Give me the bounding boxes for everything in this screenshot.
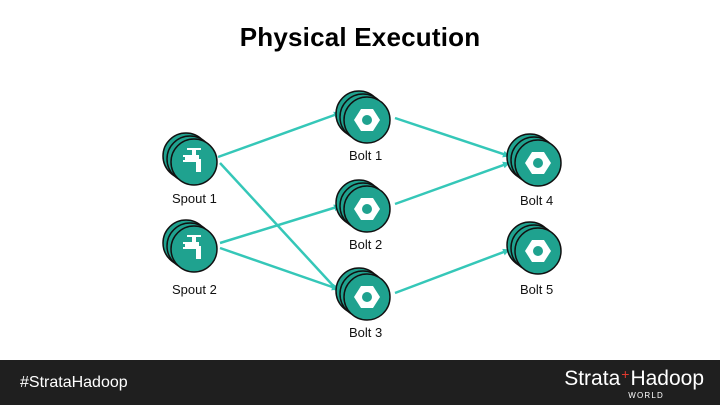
bolt-2-node: [335, 179, 391, 233]
logo-wordmark: Strata+Hadoop: [564, 366, 704, 391]
page-title: Physical Execution: [239, 22, 481, 52]
hashtag-text: #StrataHadoop: [20, 374, 128, 391]
edge-spout2-bolt3: [219, 246, 339, 291]
bolt-3-node: [335, 267, 391, 321]
footer-bar: #StrataHadoop Strata+Hadoop WORLD: [0, 360, 720, 405]
logo-right-word: Hadoop: [630, 367, 704, 390]
strata-hadoop-logo: Strata+Hadoop WORLD: [554, 366, 704, 402]
edge-spout2-bolt2: [219, 204, 341, 245]
hex-nut-icon: [525, 240, 551, 262]
logo-subtitle: WORLD: [628, 391, 664, 400]
faucet-icon: [182, 235, 201, 259]
bolt-4-label: Bolt 4: [520, 193, 554, 208]
hex-nut-icon: [354, 198, 380, 220]
edge-spout1-bolt1: [217, 111, 341, 159]
bolt-5-label: Bolt 5: [520, 282, 554, 297]
spout-1-label: Spout 1: [172, 191, 217, 206]
hex-nut-icon: [525, 152, 551, 174]
logo-plus-sign: +: [621, 366, 630, 382]
hex-nut-icon: [354, 109, 380, 131]
edge-spout1-bolt3: [219, 162, 339, 292]
spout-1-node: [162, 132, 218, 186]
edges: [217, 111, 510, 295]
spout-2-label: Spout 2: [172, 282, 217, 297]
edge-bolt2-bolt4: [394, 161, 510, 206]
bolt-2-label: Bolt 2: [349, 237, 383, 252]
spout-2-node: [162, 219, 218, 273]
bolt-1-node: [335, 90, 391, 144]
bolt-1-label: Bolt 1: [349, 148, 383, 163]
bolt-5-node: [506, 221, 562, 275]
bolt-3-label: Bolt 3: [349, 325, 383, 340]
edge-bolt1-bolt4: [394, 116, 510, 158]
hex-nut-icon: [354, 286, 380, 308]
faucet-icon: [182, 148, 201, 172]
bolt-4-node: [506, 133, 562, 187]
edge-bolt3-bolt5: [394, 248, 510, 295]
topology-diagram: [162, 90, 562, 321]
logo-left-word: Strata: [564, 367, 621, 390]
